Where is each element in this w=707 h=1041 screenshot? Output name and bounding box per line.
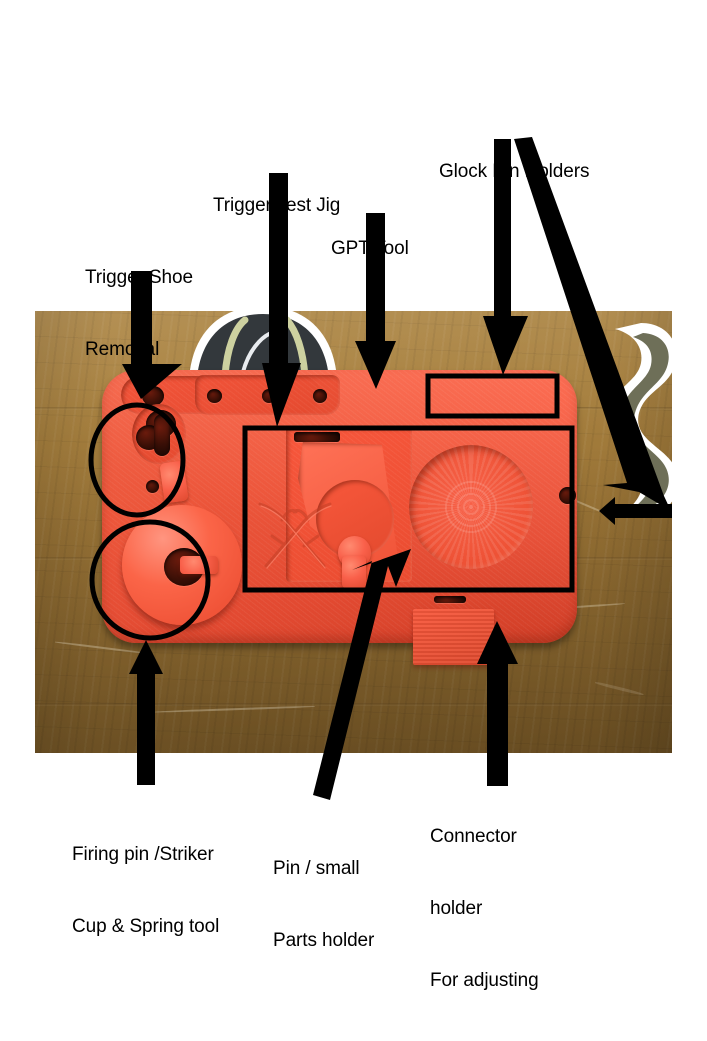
label-line: Trigger Test Jig [213, 195, 341, 216]
pin-holder-hole-3 [313, 389, 327, 403]
label-line: Cup & Spring tool [72, 916, 220, 937]
annotated-image-page: E [35, 112, 672, 1001]
jig-pin-shaft [342, 556, 366, 588]
striker-cup-key [180, 556, 218, 574]
label-line: For adjusting [430, 970, 539, 991]
label-gpt-tool: GPT Tool [331, 189, 409, 309]
tool-plate [102, 370, 577, 665]
label-pin-small-parts-holder: Pin / small Parts holder [273, 809, 374, 1001]
label-line: Trigger Shoe [85, 267, 193, 288]
label-line: Removal [85, 339, 160, 360]
label-line: Parts holder [273, 930, 375, 951]
pin-holder-hole-1 [207, 389, 222, 403]
keyhole-slot [154, 414, 170, 456]
label-line: Pin / small [273, 858, 360, 879]
connector-slot [434, 596, 466, 603]
bench-seam [35, 703, 672, 706]
parts-dish-rings [443, 479, 499, 535]
label-firing-pin-striker: Firing pin /Striker Cup & Spring tool [72, 795, 219, 987]
label-glock-pin-holders: Glock Pin Holders [439, 112, 589, 232]
side-pin-hole [559, 487, 576, 504]
label-line: Glock Pin Holders [439, 161, 590, 182]
label-line: Connector [430, 826, 517, 847]
label-line: holder [430, 898, 483, 919]
label-trigger-test-jig: Trigger Test Jig [213, 146, 340, 266]
label-line: GPT Tool [331, 238, 409, 259]
connector-holder-tab [413, 609, 494, 665]
jig-slot [294, 432, 340, 442]
bench-sticker-right: E [601, 321, 672, 526]
small-pin-hole [146, 480, 159, 493]
label-trigger-shoe-removal: Trigger Shoe Removal [85, 218, 193, 410]
crossed-rifles-engraving [252, 490, 338, 572]
pin-holder-hole-2 [262, 389, 276, 403]
label-connector-holder: Connector holder For adjusting [430, 777, 539, 1041]
label-line: Firing pin /Striker [72, 844, 214, 865]
